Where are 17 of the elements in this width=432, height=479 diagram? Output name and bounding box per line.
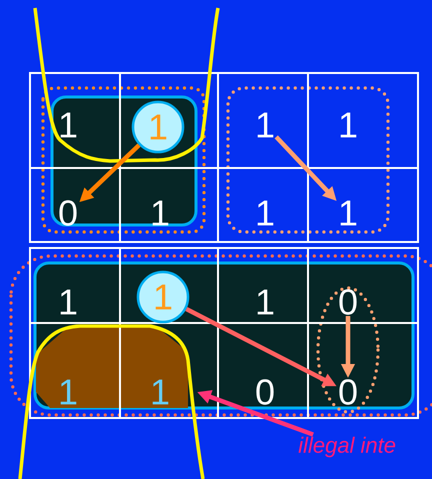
annotation-text: illegal inte — [298, 436, 396, 458]
digit: 0 — [59, 200, 77, 226]
digit: 0 — [339, 379, 357, 405]
digit: 1 — [60, 112, 76, 138]
digit: 0 — [339, 289, 357, 315]
circled-digit: 1 — [136, 270, 190, 324]
digit: 1 — [340, 112, 356, 138]
digit: 1 — [152, 200, 168, 226]
digit: 1 — [340, 200, 356, 226]
circled-digit: 1 — [132, 100, 184, 154]
digit: 1 — [152, 380, 168, 404]
digit: 1 — [60, 380, 76, 404]
digit: 1 — [258, 290, 274, 314]
digit: 1 — [60, 290, 76, 314]
digit: 1 — [258, 112, 274, 138]
digit: 1 — [258, 200, 274, 226]
digit: 0 — [256, 379, 274, 405]
